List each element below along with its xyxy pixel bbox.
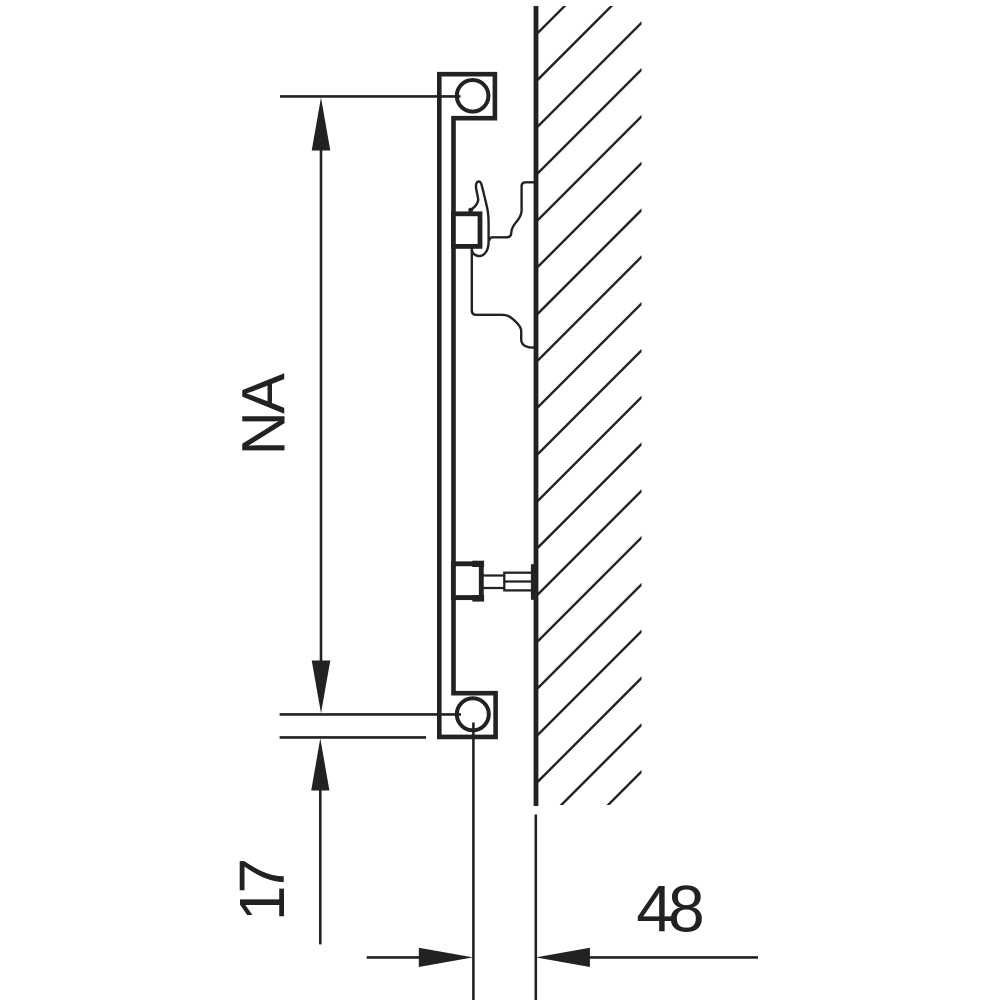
svg-text:48: 48: [636, 872, 702, 946]
svg-text:NA: NA: [230, 373, 298, 456]
svg-text:17: 17: [226, 861, 298, 922]
